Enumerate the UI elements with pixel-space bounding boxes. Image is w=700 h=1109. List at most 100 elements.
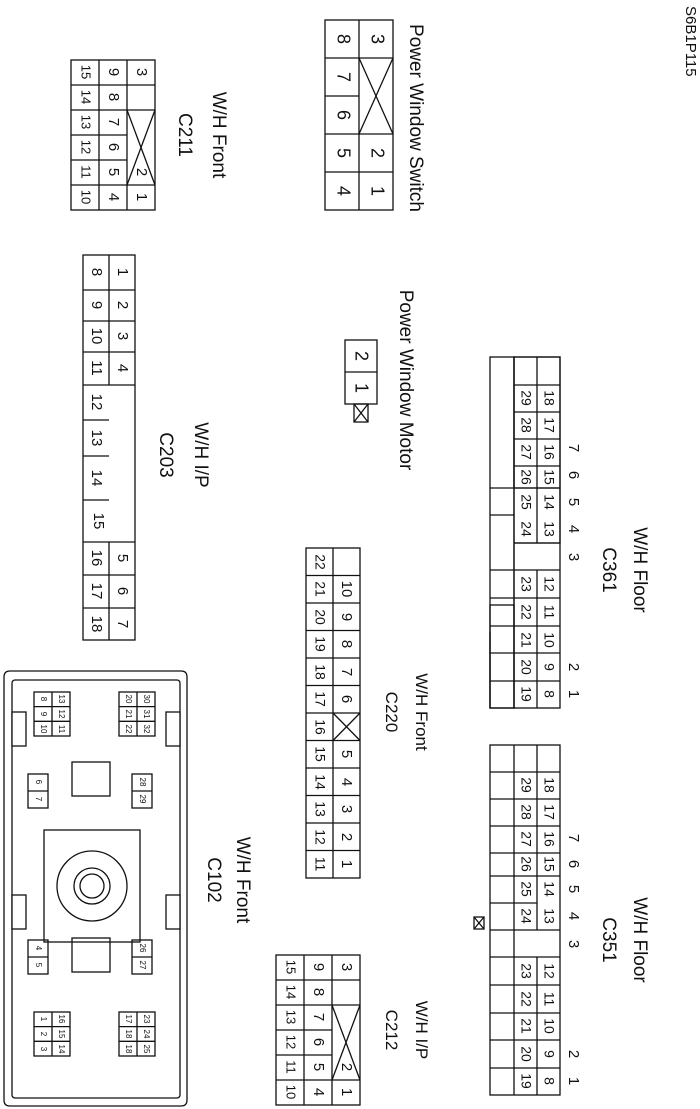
pin-c361-2: 2 — [565, 663, 582, 671]
c220-desc: W/H Front — [412, 673, 431, 751]
pin-c351-28: 28 — [518, 804, 534, 820]
pin-c102-11: 11 — [57, 725, 66, 734]
pin-c211-6: 6 — [105, 143, 122, 151]
pin-c211-13: 13 — [79, 115, 94, 129]
pin-c361-20: 20 — [518, 659, 534, 675]
pin-c361-14: 14 — [541, 494, 557, 510]
pin-c212-1: 1 — [338, 1088, 355, 1096]
pin-c102-16: 16 — [57, 1015, 66, 1024]
pin-c102-27: 27 — [138, 961, 147, 970]
pin-c212-12: 12 — [284, 1035, 299, 1049]
pin-c220-4: 4 — [338, 778, 355, 786]
pin-c361-6: 6 — [565, 471, 582, 479]
pin-c220-14: 14 — [312, 774, 328, 790]
pin-c351-18: 18 — [541, 777, 557, 793]
c361-desc: W/H Floor — [629, 527, 650, 613]
pin-c203-7: 7 — [114, 620, 131, 628]
pin-c220-11: 11 — [312, 857, 328, 872]
pin-c102-15: 15 — [57, 1030, 66, 1039]
pin-c212-5: 5 — [310, 1063, 327, 1071]
pin-c212-6: 6 — [310, 1038, 327, 1046]
pin-c102-12: 12 — [57, 710, 66, 719]
pin-c351-8: 8 — [541, 1077, 557, 1085]
pin-c212-10: 10 — [284, 1085, 299, 1099]
pin-c102-18b: 18 — [124, 1045, 133, 1054]
pin-c212-9: 9 — [310, 963, 327, 971]
pin-c351-4: 4 — [565, 912, 582, 920]
power-window-motor-connector: 1 2 Power Window Motor — [344, 290, 416, 471]
pin-c102-31: 31 — [142, 710, 151, 719]
pin-c361-27: 27 — [518, 444, 534, 460]
pin-c203-9: 9 — [88, 301, 105, 309]
pin-c361-7: 7 — [565, 444, 582, 452]
pin-c211-15: 15 — [79, 65, 94, 79]
pin-c351-11: 11 — [541, 992, 557, 1007]
pin-c220-21: 21 — [312, 581, 328, 597]
pin-c102-2: 2 — [39, 1032, 48, 1037]
pin-c211-3: 3 — [133, 68, 150, 76]
pin-c361-18: 18 — [541, 390, 557, 406]
pin-c361-4: 4 — [565, 525, 582, 533]
pin-c203-10: 10 — [88, 328, 105, 345]
pin-c361-22: 22 — [518, 604, 534, 620]
pin-c102-28: 28 — [138, 778, 147, 787]
pin-c220-16: 16 — [312, 719, 328, 735]
pin-c211-1: 1 — [133, 193, 150, 201]
pin-c211-10: 10 — [79, 190, 94, 204]
pin-c102-20: 20 — [124, 695, 133, 704]
pin-c351-6: 6 — [565, 860, 582, 868]
power-window-motor-label: Power Window Motor — [395, 290, 416, 471]
pin-c220-7: 7 — [338, 668, 355, 676]
pin-pws-4: 4 — [333, 186, 353, 196]
pin-pws-1: 1 — [367, 186, 387, 196]
pin-c351-17: 17 — [541, 804, 557, 820]
pin-c102-4: 4 — [34, 946, 43, 951]
pin-c351-13: 13 — [541, 908, 557, 924]
pin-c361-23: 23 — [518, 576, 534, 592]
connector-c220: 1 2 3 4 5 6 7 8 9 10 11 12 13 14 15 16 1… — [305, 547, 431, 879]
pin-c361-1: 1 — [565, 690, 582, 698]
pin-c203-11: 11 — [88, 360, 105, 376]
c212-label: C212 — [382, 1010, 401, 1051]
pin-c211-11: 11 — [79, 165, 94, 179]
pin-c351-29: 29 — [518, 777, 534, 793]
pin-pws-6: 6 — [333, 110, 353, 120]
pin-c361-16: 16 — [541, 444, 557, 460]
pin-c351-12: 12 — [541, 963, 557, 979]
pin-c211-8: 8 — [105, 93, 122, 101]
pin-c102-3: 3 — [39, 1047, 48, 1052]
c212-desc: W/H I/P — [412, 1001, 431, 1060]
pin-c211-2: 2 — [133, 168, 150, 176]
pin-c351-19: 19 — [518, 1073, 534, 1089]
pin-c351-9: 9 — [541, 1050, 557, 1058]
c211-label: C211 — [174, 113, 195, 157]
pin-c351-1: 1 — [565, 1077, 582, 1085]
pin-c102-7: 7 — [34, 797, 43, 802]
c203-desc: W/H I/P — [190, 422, 211, 487]
pin-c211-9: 9 — [105, 68, 122, 76]
pin-c351-3: 3 — [565, 940, 582, 948]
connector-c211: 1 2 3 4 5 6 7 8 9 10 11 12 13 14 15 C211… — [70, 59, 229, 211]
pin-pws-7: 7 — [333, 72, 353, 82]
pin-c211-4: 4 — [105, 193, 122, 201]
pin-c102-13: 13 — [57, 695, 66, 704]
pin-c211-14: 14 — [79, 90, 94, 104]
pin-c351-20: 20 — [518, 1046, 534, 1062]
pin-c351-15: 15 — [541, 856, 557, 872]
pin-c220-13: 13 — [312, 801, 328, 817]
pin-c102-9: 9 — [39, 712, 48, 717]
pin-c102-26: 26 — [138, 944, 147, 953]
pin-c361-28: 28 — [518, 417, 534, 433]
power-window-switch-label: Power Window Switch — [405, 24, 426, 212]
pin-c361-11: 11 — [541, 605, 557, 620]
pin-c361-24: 24 — [518, 521, 534, 537]
pin-c203-4: 4 — [114, 364, 131, 372]
pin-c203-13: 13 — [88, 430, 105, 447]
pin-c102-25: 25 — [142, 1045, 151, 1054]
pin-c102-30: 30 — [142, 695, 151, 704]
pin-c220-17: 17 — [312, 691, 328, 707]
pin-c351-21: 21 — [518, 1018, 534, 1034]
pin-c361-15: 15 — [541, 469, 557, 485]
pin-c102-5: 5 — [34, 963, 43, 968]
pin-c361-21: 21 — [518, 632, 534, 648]
